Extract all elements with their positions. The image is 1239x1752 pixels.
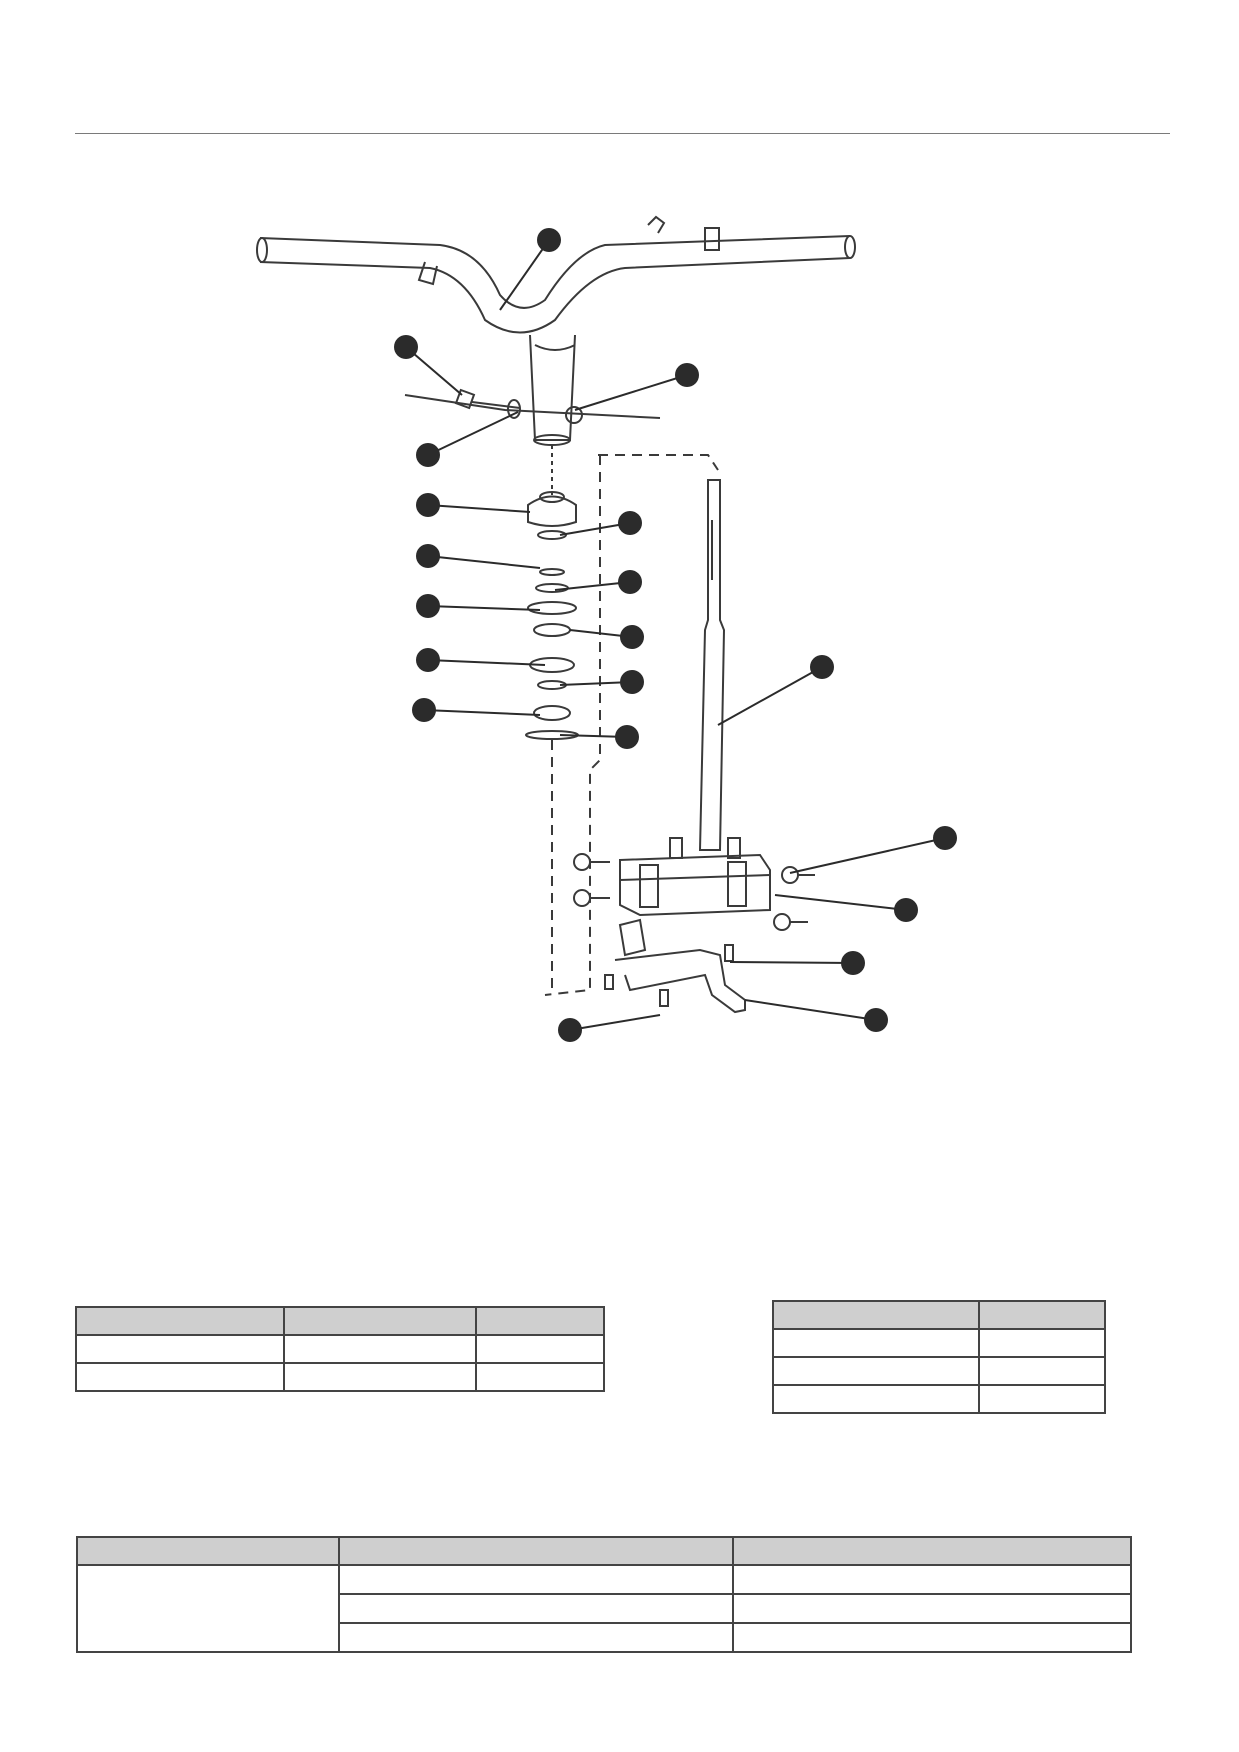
steering-stem-part xyxy=(698,479,726,851)
callout-dot xyxy=(615,725,639,749)
table-cell xyxy=(283,1362,477,1392)
table-header-cell xyxy=(978,1300,1106,1330)
pinch-nut-part xyxy=(565,406,583,424)
callout-dot xyxy=(894,898,918,922)
table-cell xyxy=(338,1593,734,1624)
callout-dot xyxy=(620,625,644,649)
callout-dot xyxy=(618,511,642,535)
callout-dot xyxy=(618,570,642,594)
table-cell xyxy=(978,1356,1106,1386)
table-cell xyxy=(76,1564,340,1653)
table-cell xyxy=(338,1622,734,1653)
table-cell xyxy=(75,1334,285,1364)
lower-clamp-part xyxy=(619,837,771,917)
callout-dot xyxy=(558,1018,582,1042)
callout-dot xyxy=(620,670,644,694)
pinch-bolt-part xyxy=(454,388,521,419)
table-cell xyxy=(772,1328,980,1358)
torque-table-right xyxy=(772,1300,1106,1414)
spec-table-bottom xyxy=(76,1536,1132,1653)
table-cell xyxy=(978,1328,1106,1358)
top-divider xyxy=(75,133,1170,134)
handlebar-part xyxy=(256,215,856,446)
table-cell xyxy=(732,1622,1132,1653)
table-cell xyxy=(772,1356,980,1386)
callout-dot xyxy=(394,335,418,359)
callout-dot xyxy=(675,363,699,387)
callout-dot xyxy=(412,698,436,722)
callout-dot xyxy=(416,594,440,618)
table-cell xyxy=(338,1564,734,1595)
torque-table-left xyxy=(75,1306,605,1392)
table-cell xyxy=(283,1334,477,1364)
table-cell xyxy=(475,1362,605,1392)
table-header-cell xyxy=(772,1300,980,1330)
table-header-cell xyxy=(75,1306,285,1336)
callout-dot xyxy=(933,826,957,850)
clamp-bolts xyxy=(573,853,815,931)
bracket-part xyxy=(604,918,746,1014)
callout-dot xyxy=(810,655,834,679)
table-cell xyxy=(772,1384,980,1414)
table-header-cell xyxy=(475,1306,605,1336)
table-cell xyxy=(732,1564,1132,1595)
callout-dot xyxy=(537,228,561,252)
callout-dot xyxy=(416,443,440,467)
callout-dot xyxy=(416,493,440,517)
callout-dot xyxy=(841,951,865,975)
table-header-cell xyxy=(732,1536,1132,1566)
headset-stack xyxy=(525,491,579,740)
callout-dot xyxy=(416,648,440,672)
table-cell xyxy=(978,1384,1106,1414)
steering-exploded-diagram xyxy=(256,215,957,1042)
table-header-cell xyxy=(76,1536,340,1566)
table-cell xyxy=(732,1593,1132,1624)
table-cell xyxy=(75,1362,285,1392)
callout-dot xyxy=(864,1008,888,1032)
callout-dot xyxy=(416,544,440,568)
table-cell xyxy=(475,1334,605,1364)
table-header-cell xyxy=(283,1306,477,1336)
table-header-cell xyxy=(338,1536,734,1566)
